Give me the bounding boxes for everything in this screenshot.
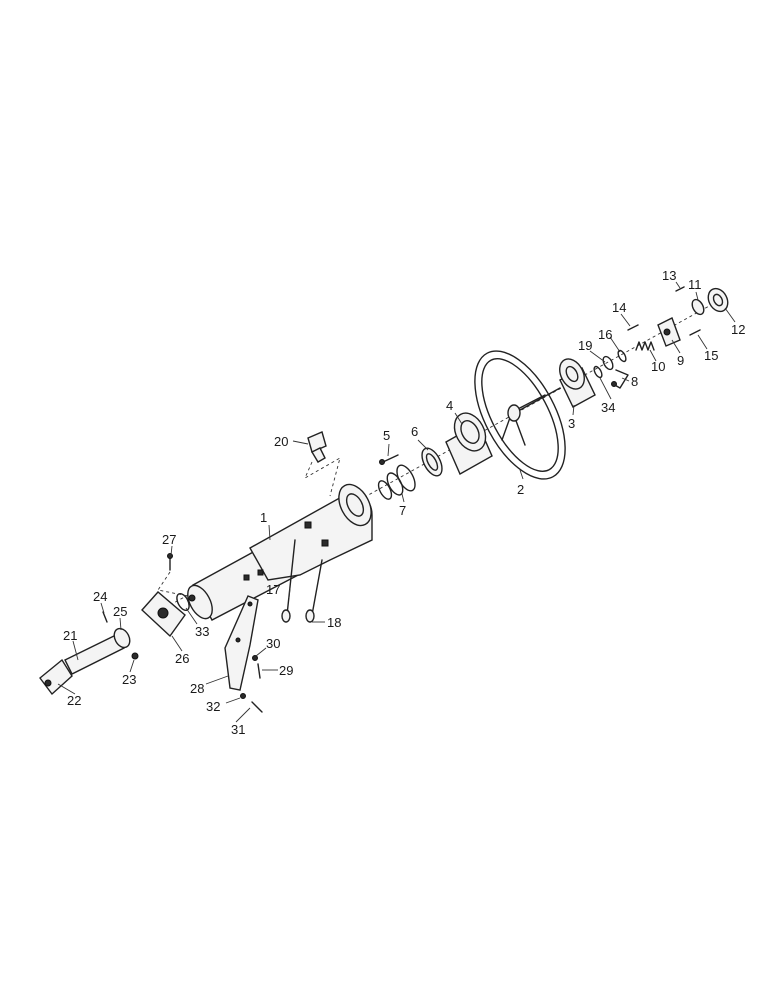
callout-22: 22 (67, 693, 81, 708)
part-6-ring (421, 447, 443, 477)
part-27-bolt (167, 553, 173, 571)
part-5-bolt (379, 454, 399, 465)
callout-33: 33 (195, 624, 209, 639)
part-12-cap (707, 287, 729, 313)
callout-3: 3 (568, 416, 575, 431)
leader-lines (57, 281, 736, 723)
callout-6: 6 (411, 424, 418, 439)
callout-13: 13 (662, 268, 676, 283)
part-30-nut (252, 655, 258, 661)
part-7-rings (377, 464, 416, 500)
part-11-washer (691, 298, 705, 316)
callout-11: 11 (688, 277, 702, 292)
part-10-spring (635, 341, 655, 351)
callout-4: 4 (446, 398, 453, 413)
callout-18: 18 (327, 615, 341, 630)
part-8-lever (611, 369, 629, 389)
callout-26: 26 (175, 651, 189, 666)
callout-27: 27 (162, 532, 176, 547)
callout-30: 30 (266, 636, 280, 651)
callout-25: 25 (113, 604, 127, 619)
callout-10: 10 (651, 359, 665, 374)
callout-9: 9 (677, 353, 684, 368)
callout-29: 29 (279, 663, 293, 678)
callout-7: 7 (399, 503, 406, 518)
callout-15: 15 (704, 348, 718, 363)
part-23-nut (131, 652, 139, 660)
callout-8: 8 (631, 374, 638, 389)
part-17-rod (281, 539, 296, 623)
part-20-switch (307, 431, 327, 463)
part-19-washer (602, 355, 614, 371)
callout-12: 12 (731, 322, 745, 337)
callout-14: 14 (612, 300, 626, 315)
part-28-bracket (224, 595, 259, 691)
part-25-joint (113, 627, 131, 649)
callout-16: 16 (598, 327, 612, 342)
part-3-hub (559, 358, 596, 408)
part-24-screw (102, 611, 108, 623)
callout-20: 20 (274, 434, 288, 449)
part-1-column-tube (187, 483, 373, 621)
callout-34: 34 (601, 400, 615, 415)
callout-32: 32 (206, 699, 220, 714)
part-4-housing (445, 412, 493, 475)
part-34-washer (593, 365, 603, 379)
callout-19: 19 (578, 338, 592, 353)
part-29-bolt (257, 663, 261, 679)
part-31-bolt (251, 701, 263, 713)
part-32-nut (240, 693, 246, 699)
part-14-pin (627, 324, 639, 331)
part-18-rod (305, 559, 323, 623)
part-22-yoke (39, 658, 73, 696)
callout-31: 31 (231, 722, 245, 737)
callout-21: 21 (63, 628, 77, 643)
part-13-screw (675, 286, 685, 292)
part-15-screw (689, 329, 701, 336)
part-26-flange (141, 591, 186, 638)
callout-23: 23 (122, 672, 136, 687)
callout-2: 2 (517, 482, 524, 497)
callout-24: 24 (93, 589, 107, 604)
callout-5: 5 (383, 428, 390, 443)
part-2-steering-wheel (474, 350, 566, 480)
callout-17: 17 (266, 582, 280, 597)
callout-28: 28 (190, 681, 204, 696)
callout-1: 1 (260, 510, 267, 525)
part-9-plate (657, 317, 681, 347)
part-16-ring (617, 349, 627, 363)
